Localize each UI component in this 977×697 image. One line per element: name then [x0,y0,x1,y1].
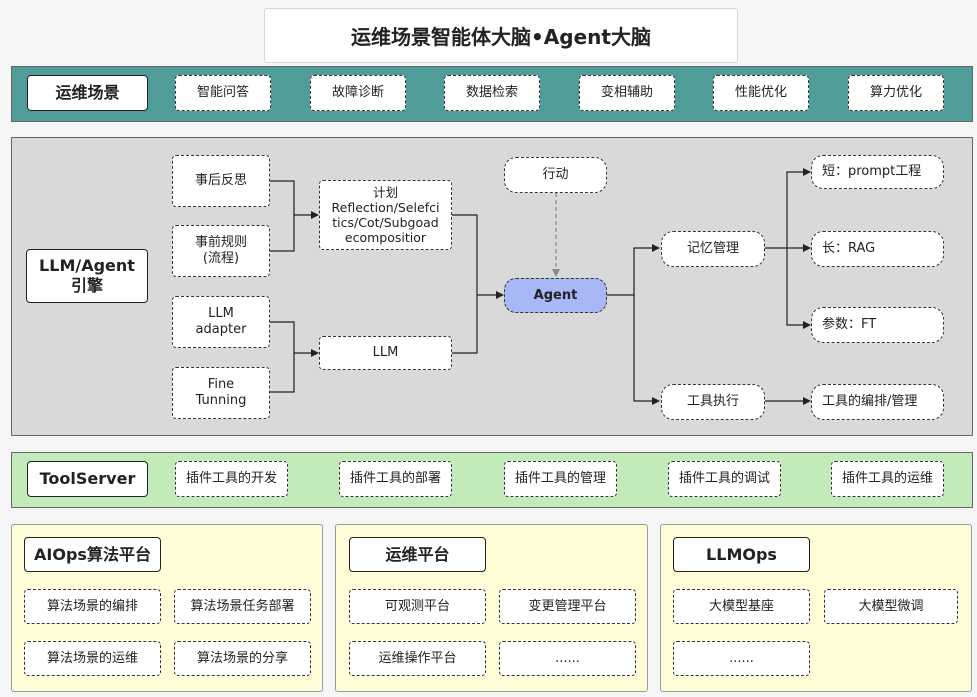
scenario-item: 性能优化 [713,75,809,111]
ops-item: ...... [499,641,636,676]
engine-band [11,137,973,436]
toolserver-item: 插件工具的运维 [831,461,944,497]
llm-adapter-node: LLM adapter [172,296,270,348]
page-title: 运维场景智能体大脑•Agent大脑 [264,8,738,63]
toolserver-item: 插件工具的部署 [339,461,452,497]
aiops-item: 算法场景的分享 [174,641,311,676]
toolserver-label: ToolServer [27,461,148,497]
aiops-item: 算法场景的运维 [24,641,161,676]
ops-item: 运维操作平台 [349,641,486,676]
reflect-node: 事后反思 [172,155,270,207]
scenario-item: 故障诊断 [310,75,406,111]
agent-node: Agent [504,278,607,313]
scenario-item: 变相辅助 [579,75,675,111]
action-node: 行动 [504,157,607,193]
llmops-item: 大模型基座 [673,589,810,624]
ops-item: 可观测平台 [349,589,486,624]
scenario-item: 算力优化 [848,75,944,111]
toolserver-item: 插件工具的管理 [504,461,617,497]
memory-node: 记忆管理 [661,231,765,267]
tool-orch-node: 工具的编排/管理 [811,384,944,420]
plan-node: 计划 Reflection/Selefci tics/Cot/Subgoad e… [319,180,452,250]
long-memory-node: 长：RAG [811,231,944,267]
aiops-title: AIOps算法平台 [24,537,161,572]
llmops-title: LLMOps [673,537,810,572]
param-memory-node: 参数：FT [811,307,944,343]
ops-title: 运维平台 [349,537,486,572]
toolserver-band [11,452,973,508]
engine-label: LLM/Agent 引擎 [26,249,148,303]
rules-node: 事前规则 (流程) [172,225,270,277]
short-memory-node: 短：prompt工程 [811,155,944,189]
llmops-item: 大模型微调 [824,589,958,624]
scenario-item: 智能问答 [175,75,271,111]
aiops-item: 算法场景任务部署 [174,589,311,624]
tool-exec-node: 工具执行 [661,384,765,420]
toolserver-item: 插件工具的开发 [175,461,288,497]
scenario-item: 数据检索 [444,75,540,111]
aiops-item: 算法场景的编排 [24,589,161,624]
llmops-item: ...... [673,641,810,676]
toolserver-item: 插件工具的调试 [668,461,781,497]
ops-item: 变更管理平台 [499,589,636,624]
scenario-label: 运维场景 [27,75,148,111]
llm-node: LLM [319,336,452,370]
fine-tuning-node: Fine Tunning [172,367,270,419]
